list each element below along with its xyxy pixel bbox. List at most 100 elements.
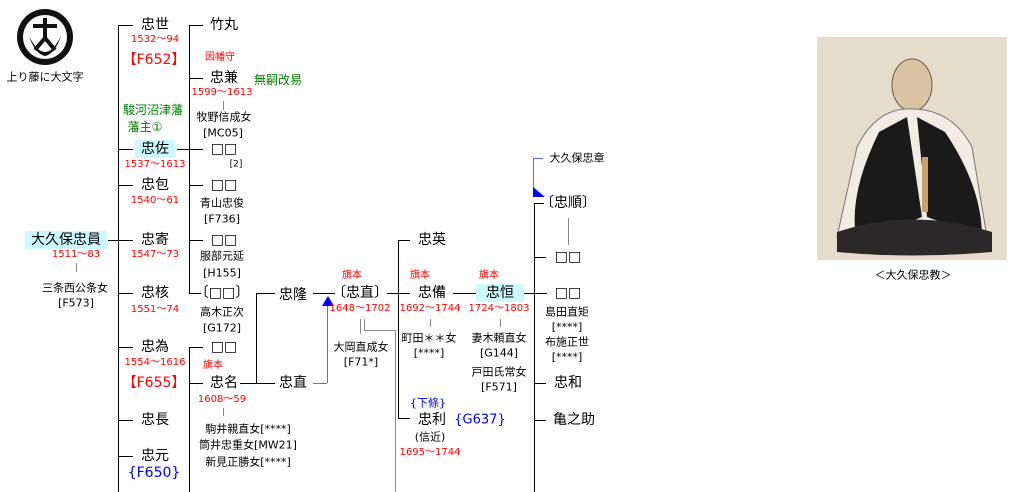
adoption-arrow [533, 158, 543, 159]
marriage-tick [76, 263, 77, 272]
person-name[interactable]: 忠佐 [135, 140, 175, 158]
person-alias: (信近) [414, 430, 446, 444]
person-name[interactable]: 忠元 [141, 448, 169, 464]
wife-code: [F571] [481, 380, 517, 394]
person-name[interactable]: 忠備 [418, 285, 446, 301]
person-name[interactable]: 忠利 [418, 412, 446, 428]
connector [256, 293, 257, 383]
connector [398, 418, 410, 419]
person-name[interactable]: 亀之助 [553, 412, 595, 428]
connector [189, 347, 190, 492]
person-name[interactable]: 忠長 [141, 412, 169, 428]
person-title: 因幡守 [205, 52, 235, 63]
person-name[interactable]: 忠寄 [141, 232, 169, 248]
person-name[interactable]: 忠核 [141, 285, 169, 301]
portrait-image [817, 37, 1007, 260]
person-title: 旗本 [342, 270, 362, 281]
status-note: 無嗣改易 [253, 73, 303, 87]
person-name[interactable]: 忠包 [141, 177, 169, 193]
root-wife: 三条西公条女 [42, 281, 108, 295]
wife-name: 大岡直成女 [333, 340, 389, 354]
wife-code: [****] [551, 350, 583, 364]
root-wife-code: [F573] [58, 296, 94, 310]
connector [118, 456, 133, 457]
person-name[interactable]: 忠兼 [210, 70, 238, 86]
connector [189, 78, 203, 79]
arrowhead-icon [322, 296, 334, 306]
portrait-caption: ＜大久保忠教＞ [874, 268, 952, 282]
person-dates: 1695〜1744 [399, 447, 461, 458]
person-name[interactable]: 〔□□〕 [194, 285, 250, 301]
person-dates: 1537〜1613 [124, 159, 186, 170]
person-name[interactable]: □□ [210, 141, 238, 157]
person-title: 旗本 [410, 270, 430, 281]
person-name[interactable]: 忠世 [141, 17, 169, 33]
connector [395, 330, 396, 492]
person-name[interactable]: 忠英 [418, 232, 446, 248]
person-code[interactable]: {F650} [127, 465, 181, 481]
person-dates: 1724〜1803 [468, 303, 530, 314]
connector [534, 383, 546, 384]
wife-name: 青山忠俊 [200, 196, 244, 210]
connector [364, 319, 365, 330]
wife-name: 布施正世 [545, 335, 589, 349]
person-name[interactable]: 〔忠直〕 [332, 285, 388, 301]
person-name[interactable]: 忠和 [554, 375, 582, 391]
person-name[interactable]: 忠恒 [476, 284, 524, 302]
person-name[interactable]: 忠隆 [279, 287, 307, 303]
family-crest-icon [17, 9, 73, 65]
person-name[interactable]: □□ [210, 339, 238, 355]
person-code[interactable]: 【F652】 [122, 52, 186, 68]
connector [118, 293, 133, 294]
wife-code: [****] [413, 346, 445, 360]
person-name[interactable]: 忠為 [141, 339, 169, 355]
marriage-tick [500, 319, 501, 327]
connector [534, 257, 546, 258]
root-name[interactable]: 大久保忠員 [25, 231, 107, 249]
marriage-tick [568, 218, 569, 245]
person-note: [2] [229, 159, 243, 170]
person-name[interactable]: 竹丸 [210, 17, 238, 33]
person-name[interactable]: □□ [554, 249, 582, 265]
person-dates: 1692〜1744 [399, 303, 461, 314]
person-name[interactable]: 忠直 [279, 375, 307, 391]
person-name[interactable]: □□ [210, 232, 238, 248]
wife-name: 新見正勝女[****] [205, 455, 291, 469]
connector [534, 420, 546, 421]
wife-name: 高木正次 [200, 305, 244, 319]
person-dates: 1547〜73 [130, 249, 180, 260]
person-dates: 1554〜1616 [124, 357, 186, 368]
connector [189, 25, 190, 293]
person-dates: 1551〜74 [130, 304, 180, 315]
wife-name: 町田＊＊女 [401, 331, 457, 345]
adoption-arrow [327, 302, 328, 383]
adopted-from[interactable]: 大久保忠章 [549, 151, 605, 165]
person-dates: 1648〜1702 [329, 303, 391, 314]
connector [189, 347, 203, 348]
connector [534, 203, 535, 492]
person-title: 旗本 [479, 270, 499, 281]
connector [364, 330, 396, 331]
wife-code: [F736] [204, 212, 240, 226]
person-code[interactable]: 【F655】 [122, 375, 186, 391]
wife-name: 筒井忠重女[MW21] [199, 438, 297, 452]
connector [189, 293, 201, 294]
wife-name: 牧野信成女 [196, 110, 252, 124]
domain-note: 駿河沼津藩 [122, 103, 184, 117]
connector [118, 25, 119, 492]
connector [398, 240, 399, 418]
connector [524, 293, 547, 294]
person-code[interactable]: {G637} [454, 412, 506, 428]
person-name[interactable]: 〔忠順〕 [540, 195, 596, 211]
adoption-arrow [533, 158, 534, 190]
connector [256, 293, 275, 294]
connector [118, 420, 133, 421]
wife-code: [MC05] [203, 126, 243, 140]
person-name[interactable]: □□ [210, 177, 238, 193]
person-name[interactable]: 忠名 [210, 375, 238, 391]
wife-code: [****] [551, 320, 583, 334]
connector [118, 347, 133, 348]
person-name[interactable]: □□ [554, 285, 582, 301]
connector [118, 185, 133, 186]
wife-name: 駒井親直女[****] [205, 422, 291, 436]
